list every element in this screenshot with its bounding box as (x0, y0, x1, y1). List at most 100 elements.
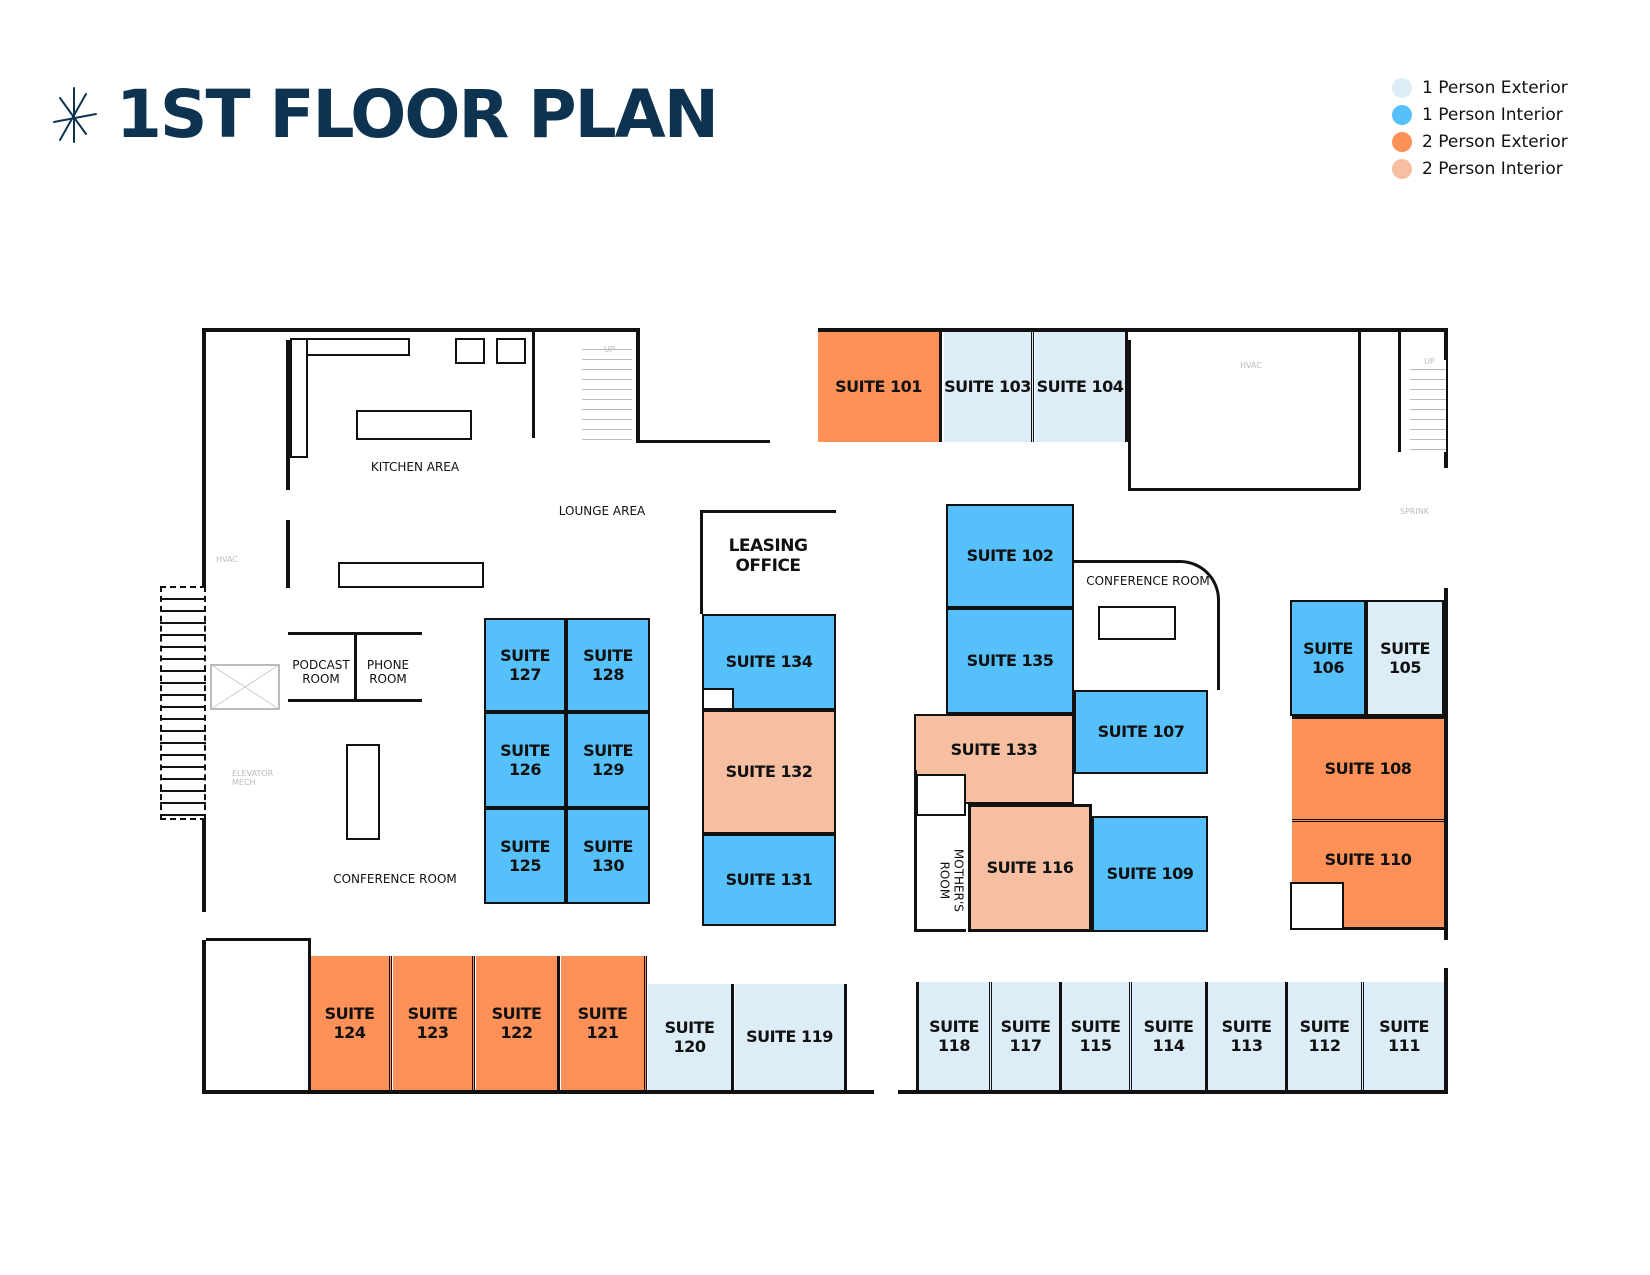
phone-room-label: PHONE ROOM (366, 658, 410, 687)
suite-label: SUITE 116 (986, 858, 1074, 878)
suite-label: SUITE 127 (500, 645, 550, 684)
suite-107[interactable]: SUITE 107 (1074, 690, 1208, 774)
wall (286, 340, 290, 490)
wall (1128, 340, 1131, 490)
suite-125[interactable]: SUITE 125 (484, 808, 566, 904)
up-label: UP (604, 345, 615, 354)
wall (202, 328, 638, 332)
suite-120[interactable]: SUITE 120 (648, 984, 734, 1090)
suite-label: SUITE 105 (1380, 638, 1430, 677)
wall (1398, 332, 1401, 452)
starburst-icon (53, 87, 97, 143)
suite-label: SUITE 125 (500, 836, 550, 875)
suite-label: SUITE 121 (577, 1003, 628, 1042)
suite-112[interactable]: SUITE 112 (1288, 982, 1364, 1090)
suite-label: SUITE 123 (407, 1003, 458, 1042)
suite-118[interactable]: SUITE 118 (916, 982, 992, 1090)
suite-134[interactable]: SUITE 134 (702, 614, 836, 710)
swatch-icon (1392, 77, 1412, 98)
wall (818, 328, 1448, 332)
suite-106[interactable]: SUITE 106 (1290, 600, 1366, 716)
kitchen-island (356, 410, 472, 440)
wall (636, 328, 640, 443)
suite-label: SUITE 131 (725, 870, 813, 890)
wall (202, 940, 206, 1092)
kitchen-counter (290, 338, 410, 356)
suite-label: SUITE 112 (1299, 1016, 1350, 1055)
wall (202, 328, 206, 586)
suite-124[interactable]: SUITE 124 (310, 956, 392, 1090)
suite-122[interactable]: SUITE 122 (476, 956, 560, 1090)
suite-123[interactable]: SUITE 123 (393, 956, 475, 1090)
suite-116[interactable]: SUITE 116 (968, 804, 1092, 932)
suite-102[interactable]: SUITE 102 (946, 504, 1074, 608)
suite-121[interactable]: SUITE 121 (561, 956, 647, 1090)
wall (1444, 328, 1448, 468)
suite-label: SUITE 117 (1000, 1016, 1051, 1055)
elevator-mech-label: ELEVATOR MECH (232, 769, 274, 787)
appliance (455, 338, 485, 364)
suite-127[interactable]: SUITE 127 (484, 618, 566, 712)
suite-103[interactable]: SUITE 103 (944, 332, 1034, 442)
swatch-icon (1392, 158, 1412, 179)
conference-table (1098, 606, 1176, 640)
podcast-room-label: PODCAST ROOM (292, 658, 350, 687)
wall (1128, 488, 1360, 491)
lounge-counter (338, 562, 484, 588)
suite-label: SUITE 110 (1324, 849, 1412, 869)
suite-130[interactable]: SUITE 130 (566, 808, 650, 904)
wall (286, 520, 290, 588)
kitchen-area-label: KITCHEN AREA (370, 460, 460, 474)
conference-room-east (1074, 560, 1220, 690)
suite-label: SUITE 122 (491, 1003, 542, 1042)
conference-room-west-label: CONFERENCE ROOM (333, 872, 457, 886)
suite-131[interactable]: SUITE 131 (702, 834, 836, 926)
suite-128[interactable]: SUITE 128 (566, 618, 650, 712)
suite-114[interactable]: SUITE 114 (1132, 982, 1208, 1090)
legend-item-1-person-exterior: 1 Person Exterior (1392, 74, 1568, 101)
legend-label: 1 Person Exterior (1422, 77, 1568, 98)
suite-132[interactable]: SUITE 132 (702, 710, 836, 834)
suite-119[interactable]: SUITE 119 (735, 984, 847, 1090)
suite-105[interactable]: SUITE 105 (1366, 600, 1444, 716)
swatch-icon (1392, 131, 1412, 152)
suite-108[interactable]: SUITE 108 (1292, 716, 1444, 822)
legend-item-2-person-interior: 2 Person Interior (1392, 155, 1568, 182)
conference-table (346, 744, 380, 840)
suite-113[interactable]: SUITE 113 (1208, 982, 1288, 1090)
suite-104[interactable]: SUITE 104 (1035, 332, 1128, 442)
suite-129[interactable]: SUITE 129 (566, 712, 650, 808)
legend-item-1-person-interior: 1 Person Interior (1392, 101, 1568, 128)
legend-item-2-person-exterior: 2 Person Exterior (1392, 128, 1568, 155)
suite-109[interactable]: SUITE 109 (1092, 816, 1208, 932)
mothers-room (914, 770, 966, 932)
suite-label: SUITE 132 (725, 762, 813, 782)
suite-111[interactable]: SUITE 111 (1364, 982, 1444, 1090)
conference-room-east-label: CONFERENCE ROOM (1086, 574, 1210, 588)
legend-label: 2 Person Exterior (1422, 131, 1568, 152)
wall (898, 1090, 1448, 1094)
legend: 1 Person Exterior 1 Person Interior 2 Pe… (1392, 74, 1568, 182)
closet (916, 774, 966, 816)
lounge-area-label: LOUNGE AREA (558, 504, 646, 518)
suite-label: SUITE 135 (966, 651, 1054, 671)
suite-label: SUITE 115 (1070, 1016, 1121, 1055)
wall (640, 440, 770, 443)
wall (206, 938, 310, 941)
suite-133[interactable]: SUITE 133 (914, 714, 1074, 804)
suite-label: SUITE 101 (835, 377, 922, 397)
wall (202, 770, 206, 912)
suite-126[interactable]: SUITE 126 (484, 712, 566, 808)
closet (702, 688, 734, 710)
suite-label: SUITE 124 (324, 1003, 375, 1042)
suite-label: SUITE 107 (1097, 722, 1185, 742)
suite-115[interactable]: SUITE 115 (1062, 982, 1132, 1090)
suite-label: SUITE 126 (500, 740, 550, 779)
wall (532, 330, 535, 438)
suite-117[interactable]: SUITE 117 (992, 982, 1062, 1090)
suite-101[interactable]: SUITE 101 (818, 332, 942, 442)
suite-label: SUITE 108 (1324, 759, 1412, 779)
suite-label: SUITE 118 (929, 1016, 979, 1055)
suite-135[interactable]: SUITE 135 (946, 608, 1074, 714)
